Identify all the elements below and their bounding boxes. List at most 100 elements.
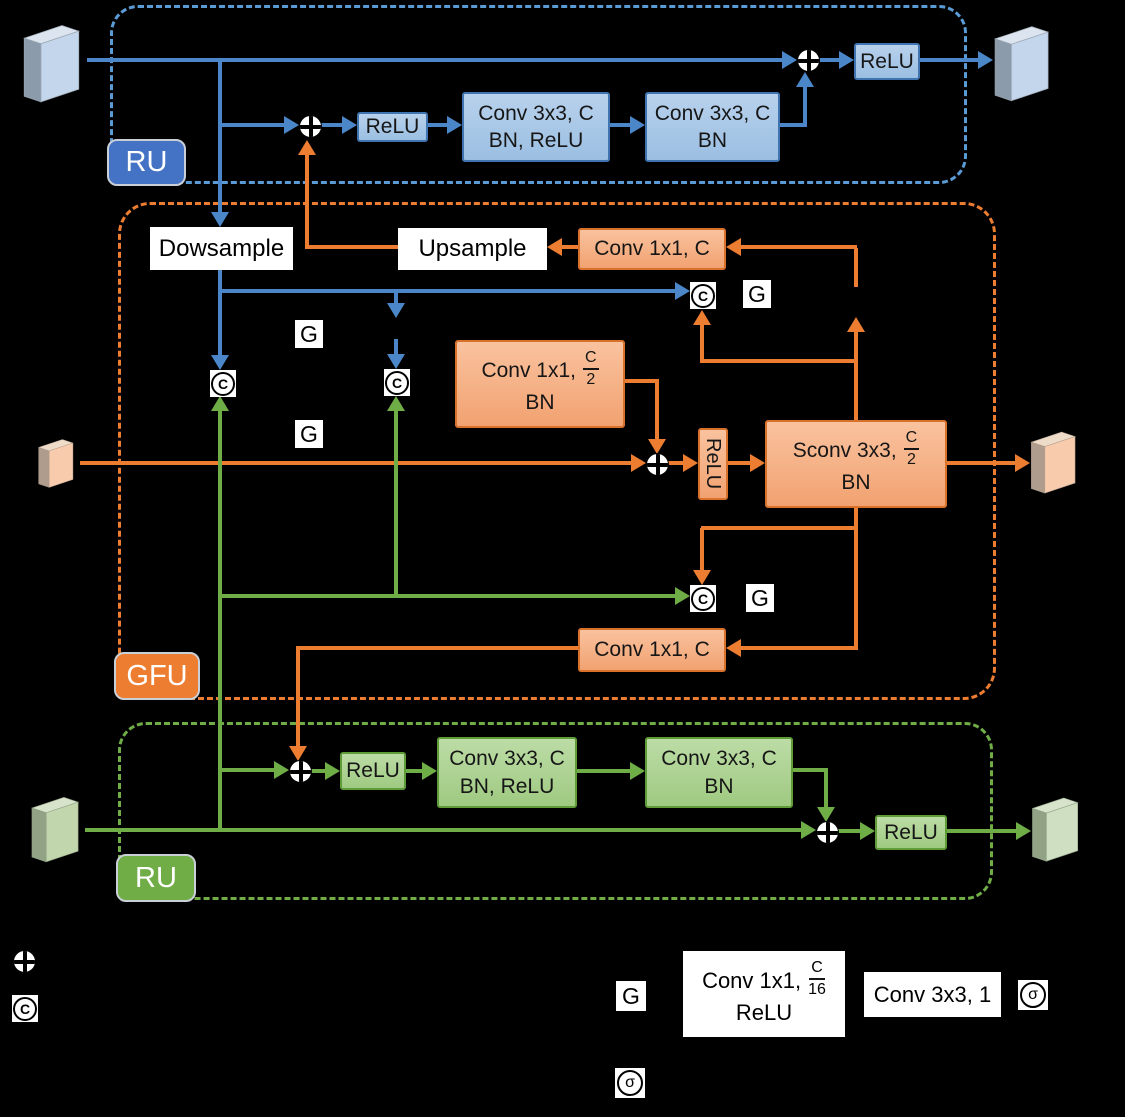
downsample-out-line bbox=[218, 270, 222, 355]
fraction-denominator: 2 bbox=[586, 371, 596, 389]
ru-top-relu-in-box: ReLU bbox=[357, 112, 428, 142]
legend-gate-conv-line1: Conv 1x1, bbox=[702, 967, 802, 993]
arrow-into-conv1-top bbox=[447, 116, 462, 134]
arrow-into-relu-out-g bbox=[860, 822, 875, 840]
gate-letter: G bbox=[300, 320, 318, 347]
gfu-relu-label: ReLU bbox=[702, 438, 724, 490]
legend-sigmoid-icon: σ bbox=[1018, 980, 1048, 1010]
to-concat4-v-line bbox=[700, 528, 704, 570]
gate-letter: G bbox=[751, 584, 769, 611]
sconv-down-v-line bbox=[854, 508, 858, 650]
downsample-box: Dowsample bbox=[150, 227, 293, 270]
gfu-main-line bbox=[80, 461, 631, 465]
ru-bottom-relu-in-label: ReLU bbox=[346, 759, 400, 783]
ru-bottom-relu-out-label: ReLU bbox=[884, 820, 938, 844]
arrow-into-add-bottom-right bbox=[801, 821, 816, 839]
fraction-denominator: 2 bbox=[907, 451, 916, 469]
green-inner-branch-line bbox=[220, 768, 274, 772]
ru-bottom-border bbox=[118, 722, 993, 900]
concat-letter: C bbox=[385, 370, 409, 395]
conv1-to-conv2-line bbox=[610, 123, 630, 127]
ru-top-relu-in-label: ReLU bbox=[365, 115, 420, 139]
arrow-into-relu-in-top bbox=[342, 116, 357, 134]
ru-top-conv2-line1: Conv 3x3, C bbox=[654, 101, 771, 125]
ru-bottom-main-line bbox=[85, 828, 801, 832]
convmid-out-v-line bbox=[655, 379, 659, 439]
fraction-denominator: 16 bbox=[808, 981, 826, 999]
ru-top-tag-label: RU bbox=[125, 146, 168, 178]
arrow-up-into-add-top-right bbox=[796, 72, 814, 87]
arrow-into-add-top-right bbox=[782, 51, 797, 69]
arrow-into-add-mid bbox=[631, 454, 646, 472]
arrow-into-concat4 bbox=[675, 587, 690, 605]
concat-letter: C bbox=[13, 996, 37, 1021]
ru-top-conv1-box: Conv 3x3, C BN, ReLU bbox=[462, 92, 610, 162]
add-icon bbox=[816, 821, 839, 844]
arrow-into-add-bottom bbox=[274, 761, 289, 779]
gate-icon: G bbox=[746, 584, 774, 612]
gate-letter: G bbox=[300, 420, 318, 447]
arrow-up-into-concat2 bbox=[387, 396, 405, 411]
arrow-into-conv2-g bbox=[630, 762, 645, 780]
arrow-down-into-add-bottom bbox=[289, 746, 307, 761]
add-to-relu-out-line-g bbox=[838, 829, 860, 833]
add-to-relu-in-line bbox=[321, 123, 342, 127]
ru-bottom-relu-out-box: ReLU bbox=[875, 815, 947, 850]
output-feature-map-mid bbox=[1030, 431, 1076, 494]
arrow-into-output-bottom bbox=[1016, 822, 1031, 840]
arrow-into-concat1 bbox=[211, 355, 229, 370]
output-feature-map-high bbox=[994, 26, 1050, 102]
ru-bottom-tag: RU bbox=[116, 854, 196, 902]
ru-bottom-conv2-line1: Conv 3x3, C bbox=[661, 747, 777, 771]
ru-bottom-tag-label: RU bbox=[135, 861, 177, 894]
arrow-up-into-concat3 bbox=[693, 310, 711, 325]
arrow-up-into-add-top bbox=[298, 140, 316, 155]
upsample-label: Upsample bbox=[418, 235, 527, 262]
conv2-out-v-line-g bbox=[824, 770, 828, 807]
arrow-into-add-top bbox=[284, 116, 299, 134]
ru-bottom-conv2-box: Conv 3x3, C BN bbox=[645, 737, 793, 808]
gfu-tag: GFU bbox=[114, 652, 200, 700]
fraction-numerator: C bbox=[583, 350, 599, 371]
gfu-relu-box: ReLU bbox=[698, 428, 728, 500]
gfu-tag-label: GFU bbox=[126, 659, 188, 692]
add-icon bbox=[797, 49, 820, 72]
concat-icon: C bbox=[210, 370, 236, 397]
to-concat4-h-line bbox=[701, 526, 856, 530]
gfu-blue-h-line bbox=[220, 289, 675, 293]
gate-letter: G bbox=[622, 982, 640, 1009]
downsample-branch-line bbox=[218, 60, 222, 212]
gate-icon: G bbox=[295, 420, 323, 448]
legend-gate-conv-line2: ReLU bbox=[735, 1000, 793, 1026]
input-feature-map-high bbox=[23, 25, 80, 103]
legend-add-icon bbox=[13, 950, 36, 973]
concat-letter: C bbox=[211, 371, 235, 396]
gate-icon: G bbox=[743, 280, 771, 308]
arrow-down-into-add-mid bbox=[648, 439, 666, 454]
to-convtop-h-line bbox=[741, 245, 857, 249]
gfu-conv-bottom-label: Conv 1x1, C bbox=[594, 638, 710, 662]
gfu-conv-bottom-box: Conv 1x1, C bbox=[578, 628, 726, 672]
relu-to-conv1-line bbox=[428, 123, 447, 127]
gfu-conv-top-box: Conv 1x1, C bbox=[578, 228, 726, 270]
conv2-out-h-line-g bbox=[793, 768, 828, 772]
add-to-relu-mid-line bbox=[668, 461, 683, 465]
legend-conv3x3-label: Conv 3x3, 1 bbox=[873, 981, 992, 1007]
input-feature-map-low bbox=[31, 797, 80, 863]
arrow-into-relu-mid bbox=[683, 454, 698, 472]
gfu-conv-mid-line2: BN bbox=[525, 391, 555, 415]
arrow-up-into-concat1 bbox=[211, 396, 229, 411]
conv1-to-conv2-line-g bbox=[577, 769, 630, 773]
ru-bottom-relu-in-box: ReLU bbox=[340, 752, 406, 790]
arrow-into-upsample bbox=[547, 238, 562, 256]
blue-drop-arrow2-into-concat2 bbox=[387, 354, 405, 369]
arrow-into-downsample bbox=[211, 212, 229, 227]
gfu-sconv-box: Sconv 3x3, C 2 BN bbox=[765, 420, 947, 508]
upsample-out-h-line bbox=[305, 245, 398, 249]
sigma-letter: σ bbox=[1020, 982, 1046, 1008]
ru-top-relu-out-box: ReLU bbox=[854, 43, 920, 80]
output-feature-map-low bbox=[1031, 797, 1079, 862]
arrow-into-convbottom bbox=[726, 639, 741, 657]
ru-top-conv1-line2: BN, ReLU bbox=[488, 129, 584, 152]
arrow-down-into-concat4 bbox=[693, 570, 711, 585]
